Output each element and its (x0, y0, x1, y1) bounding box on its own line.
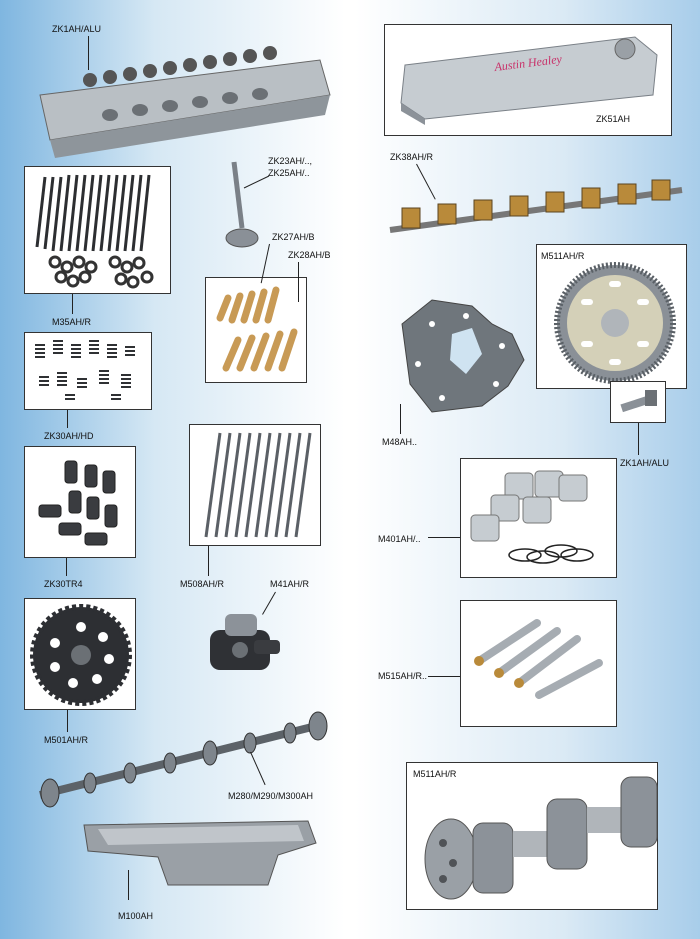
label-m35ah: M35AH/R (52, 317, 92, 327)
m35ah-image-box (24, 166, 171, 294)
leader-line (400, 404, 401, 434)
flywheel-bolt-image-box (610, 381, 666, 423)
label-zk23ah: ZK23AH/.., (268, 156, 313, 166)
pushrods-image (204, 432, 312, 538)
valve-guides-image (216, 286, 298, 372)
label-zk51ah: ZK51AH (596, 114, 631, 124)
label-m511ah-crank: M511AH/R (413, 769, 457, 779)
rocker-cover-image: Austin Healey (400, 36, 658, 125)
leader-line (638, 423, 639, 455)
zk30tr4-image-box (24, 446, 136, 558)
leader-line (67, 710, 68, 732)
flywheel-image (554, 262, 676, 384)
rocker-shaft-image (389, 179, 683, 233)
leader-line (298, 262, 299, 302)
cylinder-head-image (39, 46, 331, 158)
connecting-rods-image (474, 619, 603, 699)
label-m501ah: M501AH/R (44, 735, 89, 745)
column-divider (345, 0, 355, 939)
crankshaft-image-box: M511AH/R (406, 762, 658, 910)
leader-line (88, 36, 89, 70)
label-m41ah: M41AH/R (270, 579, 310, 589)
zk30ah-hd-image-box (24, 332, 152, 410)
label-m508ah: M508AH/R (180, 579, 225, 589)
leader-line (67, 410, 68, 428)
flywheel-bolt-image (620, 390, 657, 413)
timing-gear-image (30, 604, 132, 706)
label-zk27ah: ZK27AH/B (272, 232, 315, 242)
label-zk38ah: ZK38AH/R (390, 152, 434, 162)
leader-line (208, 546, 209, 576)
label-m100ah: M100AH (118, 911, 154, 921)
m501ah-image-box (24, 598, 136, 710)
engine-plate-image (401, 299, 525, 413)
camshaft-image (39, 711, 328, 808)
label-zk1ah-alu-head: ZK1AH/ALU (52, 24, 102, 34)
tappets-image (38, 460, 118, 546)
pushrods-and-washers-image (35, 174, 154, 289)
pistons-image-box (460, 458, 617, 578)
m508ah-image-box (189, 424, 321, 546)
label-zk30tr4: ZK30TR4 (44, 579, 83, 589)
label-zk30ah-hd: ZK30AH/HD (44, 431, 94, 441)
label-m515ah: M515AH/R.. (378, 671, 428, 681)
label-m511ah-flywheel: M511AH/R (541, 251, 585, 261)
valve-image (225, 161, 270, 248)
label-m401ah: M401AH/.. (378, 534, 421, 544)
leader-line (428, 537, 460, 538)
leader-line (128, 870, 129, 900)
conrods-image-box (460, 600, 617, 727)
label-zk25ah: ZK25AH/.. (268, 168, 310, 178)
oil-sump-image (83, 820, 317, 886)
valve-guides-image-box (205, 277, 307, 383)
pistons-image (470, 470, 594, 564)
flywheel-image-box: M511AH/R (536, 244, 687, 389)
label-m280: M280/M290/M300AH (228, 791, 314, 801)
crankshaft-image (424, 776, 658, 900)
leader-line (66, 558, 67, 576)
valve-springs-image (35, 340, 135, 400)
label-m48ah: M48AH.. (382, 437, 418, 447)
leader-line (72, 294, 73, 314)
leader-line (428, 676, 460, 677)
label-zk1ah-alu-bolt: ZK1AH/ALU (620, 458, 670, 468)
zk51ah-image-box: Austin Healey (384, 24, 672, 136)
label-zk28ah: ZK28AH/B (288, 250, 331, 260)
rocker-assembly-image (210, 614, 280, 670)
